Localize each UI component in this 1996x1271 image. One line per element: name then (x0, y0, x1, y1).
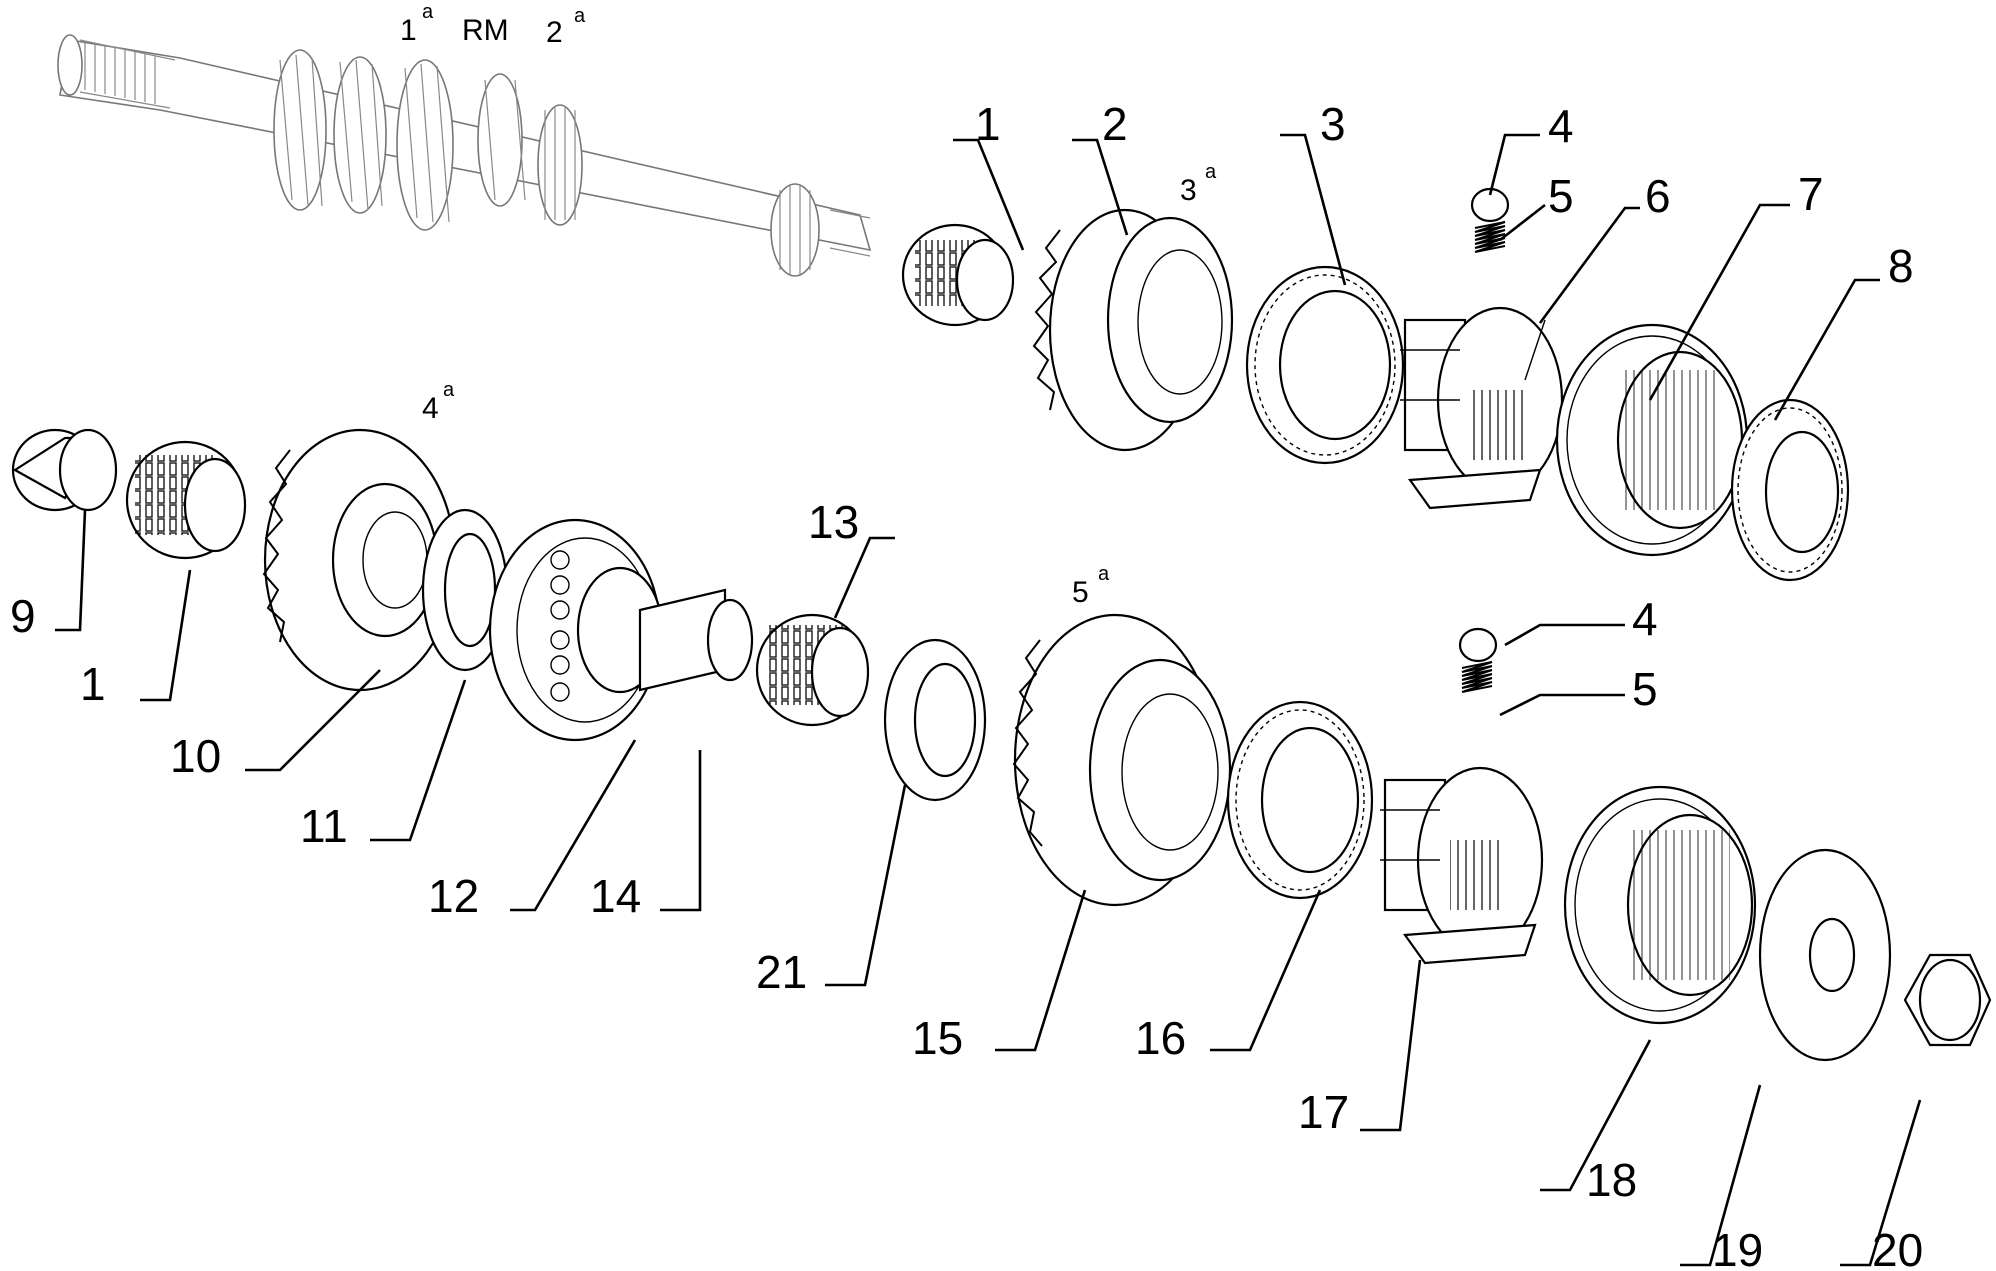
callout-5-top: 5 (1548, 170, 1574, 222)
bushing (11, 428, 118, 512)
label-second-gear-sup: a (574, 5, 586, 27)
callout-5-bottom: 5 (1632, 663, 1658, 715)
callout-4-top: 4 (1548, 100, 1574, 152)
callout-18: 18 (1586, 1154, 1637, 1206)
callout-12: 12 (428, 870, 479, 922)
label-first-gear: 1 (400, 14, 417, 47)
leader-lines (55, 133, 1922, 1267)
callout-20: 20 (1872, 1224, 1923, 1271)
label-third-gear-sup: a (1205, 161, 1217, 183)
synchro-ring-16 (1226, 700, 1374, 900)
label-fifth-gear: 5 (1072, 576, 1089, 609)
lock-nut (1903, 953, 1992, 1047)
label-second-gear: 2 (546, 16, 563, 49)
callout-2: 2 (1102, 98, 1128, 150)
label-fourth-gear-sup: a (443, 379, 455, 401)
label-fourth-gear: 4 (422, 392, 439, 425)
needle-bearing-top (901, 223, 1015, 327)
callout-9: 9 (10, 590, 36, 642)
synchronizer-sleeve-bottom (1563, 785, 1757, 1025)
synchro-ring-8 (1730, 398, 1850, 582)
fifth-speed-gear (1012, 613, 1232, 907)
callout-15: 15 (912, 1012, 963, 1064)
label-reverse: RM (462, 14, 509, 47)
callout-1-top: 1 (975, 98, 1001, 150)
callout-21: 21 (756, 946, 807, 998)
callout-numbers: 1 2 3 4 5 6 7 8 9 1 10 11 12 13 14 21 4 … (10, 98, 1923, 1271)
synchronizer-hub-bottom (1380, 766, 1544, 965)
label-first-gear-sup: a (422, 1, 434, 23)
detent-spring-bottom (1461, 661, 1493, 693)
needle-bearing-13 (755, 613, 870, 727)
retaining-plate (1758, 848, 1892, 1062)
detent-spring-top (1474, 221, 1506, 253)
callout-3: 3 (1320, 98, 1346, 150)
needle-bearing-bottom (125, 440, 247, 560)
callout-6: 6 (1645, 170, 1671, 222)
callout-8: 8 (1888, 240, 1914, 292)
synchronizer-sleeve-top (1555, 323, 1749, 557)
detent-ball-top (1470, 187, 1510, 223)
callout-11: 11 (300, 800, 348, 852)
spacer-sleeve (638, 588, 754, 692)
synchronizer-hub-top (1400, 306, 1564, 510)
synchro-ring-3 (1245, 265, 1405, 465)
callout-13: 13 (808, 496, 859, 548)
callout-16: 16 (1135, 1012, 1186, 1064)
callout-10: 10 (170, 730, 221, 782)
third-speed-gear (1032, 208, 1234, 452)
callout-1-bottom: 1 (80, 658, 106, 710)
callout-14: 14 (590, 870, 641, 922)
callout-4-bottom: 4 (1632, 593, 1658, 645)
fourth-speed-gear (262, 428, 457, 692)
callout-19: 19 (1712, 1224, 1763, 1271)
label-fifth-gear-sup: a (1098, 563, 1110, 585)
callout-7: 7 (1798, 168, 1824, 220)
label-third-gear: 3 (1180, 174, 1197, 207)
detent-ball-bottom (1458, 627, 1498, 663)
callout-17: 17 (1298, 1086, 1349, 1138)
main-shaft (57, 34, 872, 277)
ball-bearing (488, 518, 664, 742)
spacer-washer-21 (883, 638, 987, 802)
